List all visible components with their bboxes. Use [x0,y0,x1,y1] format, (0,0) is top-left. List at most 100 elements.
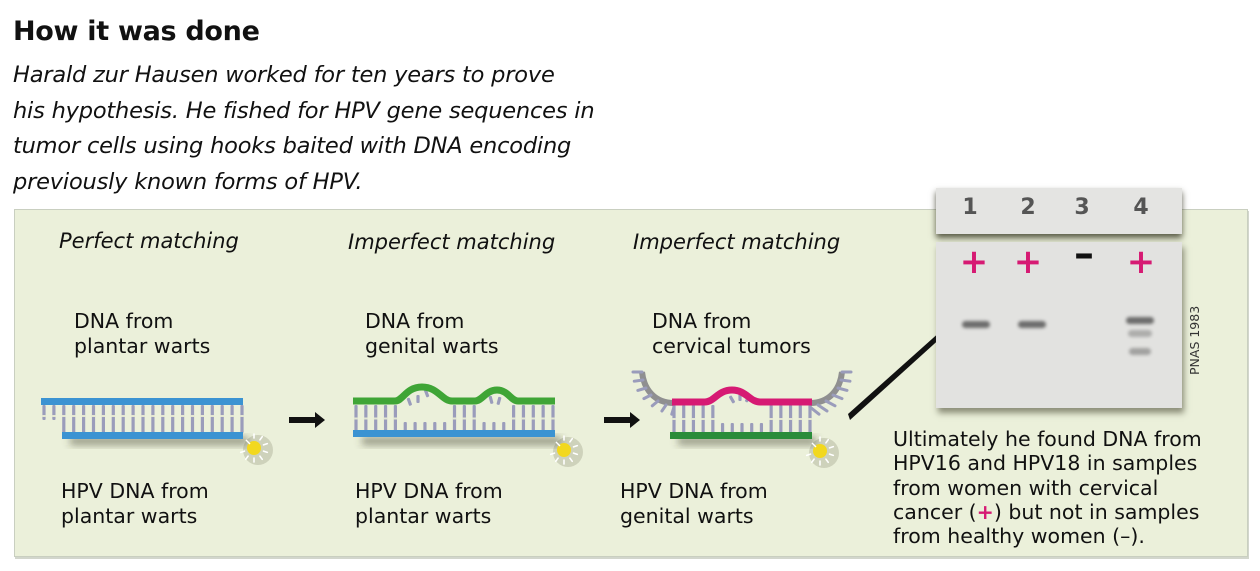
base-gap [701,418,705,420]
unpaired-base [423,389,430,398]
unpaired-base [728,395,736,404]
glowing-label-icon [239,433,273,465]
unpaired-base [496,396,502,405]
base-gap [373,417,378,420]
base-gap [541,417,545,420]
base-pair [82,405,86,433]
section-heading: How it was done [13,16,260,47]
step-3-dna-hybrid [631,370,853,468]
ray [262,450,269,454]
unpaired-base [406,397,412,406]
base-pair [91,405,96,433]
step-3-top-label: DNA from cervical tumors [652,309,811,358]
base-pair [220,405,224,433]
base-gap [681,418,686,420]
step-2-dna-hybrid [353,383,583,467]
base-gap [808,418,812,420]
conclusion-line: cancer (+) but not in samples [893,500,1202,524]
base-gap [190,415,195,417]
ray [825,458,830,464]
ray [828,445,835,449]
gel-band [1128,330,1152,337]
base-gap [354,417,358,420]
lane-number: 3 [1074,195,1090,220]
base-pair [72,405,76,433]
base-pair [161,405,165,433]
tether [245,439,251,445]
label-line: genital warts [620,503,754,528]
arrow-right-icon [289,412,325,428]
base-gap [672,418,676,420]
strand-shadow [70,437,248,445]
base-pair [200,405,204,433]
base-gap [472,417,476,420]
unpaired-base [502,422,506,432]
dna-strand-bottom [62,432,243,439]
negative-sign: – [1074,231,1094,277]
base-gap [691,418,696,420]
base-gap [393,417,398,420]
bristle [642,393,653,401]
step-3-bottom-label: HPV DNA from genital warts [620,479,768,528]
step-1-top-label: DNA from plantar warts [74,309,210,358]
label-line: DNA from [652,309,752,333]
base-pair [111,405,115,433]
lane-number: 4 [1133,195,1149,220]
base-gap [170,415,175,417]
base-gap [383,417,388,420]
positive-symbol: + [976,499,994,524]
base-pair [151,405,155,433]
bristle [824,399,837,408]
unpaired-base [413,422,417,432]
base-gap [462,417,467,420]
label-line: HPV DNA from [620,479,768,503]
unpaired-base [42,405,46,420]
base-gap [141,415,145,417]
ray [262,442,269,446]
ray [805,453,812,457]
base-pair [230,405,234,433]
base-gap [200,415,205,417]
tether [555,441,561,447]
unpaired-base [750,423,754,433]
label-line: HPV DNA from [355,479,503,503]
dna-strand-top [41,398,243,405]
unpaired-base [443,422,447,432]
base-gap [71,415,76,417]
base-pair [62,405,66,433]
bristle [650,399,660,408]
unpaired-base [720,423,725,433]
ray [259,455,264,461]
label-dot [557,443,571,457]
positive-sign: + [1126,242,1156,282]
gel-band [1129,348,1151,355]
bristle [839,378,852,383]
base-gap [769,418,773,420]
bristle [670,405,676,416]
conclusion-line: from healthy women (–). [893,524,1145,549]
gel-band [962,321,990,328]
unpaired-base [482,422,486,432]
conclusion-text: Ultimately he found DNA from HPV16 and H… [893,427,1202,548]
base-gap [161,415,165,417]
ray [549,452,556,456]
base-gap [81,415,86,417]
conclusion-line: Ultimately he found DNA from [893,427,1202,451]
label-dot [813,444,827,458]
ray [244,455,249,461]
base-gap [240,415,244,417]
unpaired-base [416,395,420,403]
base-gap [210,415,215,417]
base-gap [521,417,526,420]
label-line: DNA from [365,309,465,333]
step-1-dna-hybrid [41,398,273,465]
label-line: plantar warts [355,503,492,528]
base-pair [240,405,244,433]
base-gap [220,415,224,417]
strand-shadow [678,437,816,445]
base-gap [779,418,783,420]
gel-band [1018,321,1046,328]
dna-strand-bottom [670,432,812,439]
bristle [660,403,668,413]
base-gap [551,417,555,420]
